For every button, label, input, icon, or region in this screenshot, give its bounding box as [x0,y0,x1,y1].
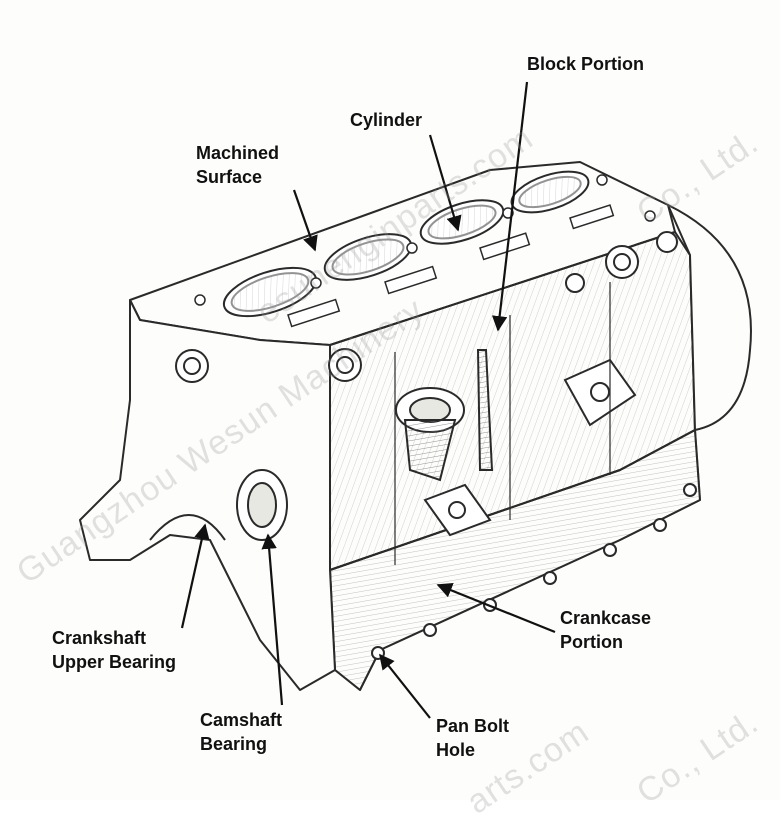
leader-crankshaft-upper-bearing [180,523,210,629]
label-pan-bolt-hole: Pan Bolt Hole [436,716,510,760]
label-machined-surface: Machined Surface [196,143,280,187]
label-camshaft-bearing: Camshaft Bearing [200,710,283,754]
cylinder-bores [222,170,590,318]
deck-details [194,174,656,328]
leader-camshaft-bearing [261,533,284,706]
label-block-portion: Block Portion [527,54,645,74]
leader-block-portion [491,81,529,332]
end-face [79,299,336,691]
label-cylinder: Cylinder [350,110,423,130]
leader-lines [180,81,556,719]
leader-cylinder [428,134,462,232]
label-crankshaft-upper-bearing: Crankshaft Upper Bearing [52,628,177,672]
label-crankcase-portion: Crankcase Portion [560,608,652,652]
leader-crankcase-portion [436,583,556,634]
block-body [79,161,752,691]
leader-pan-bolt-hole [379,653,431,719]
diagram-canvas: Guangzhou Wesun Machinery esunenginparts… [10,54,766,822]
engine-block-illustration [79,81,752,719]
leader-machined-surface [292,189,318,252]
rear-flange [667,204,752,431]
